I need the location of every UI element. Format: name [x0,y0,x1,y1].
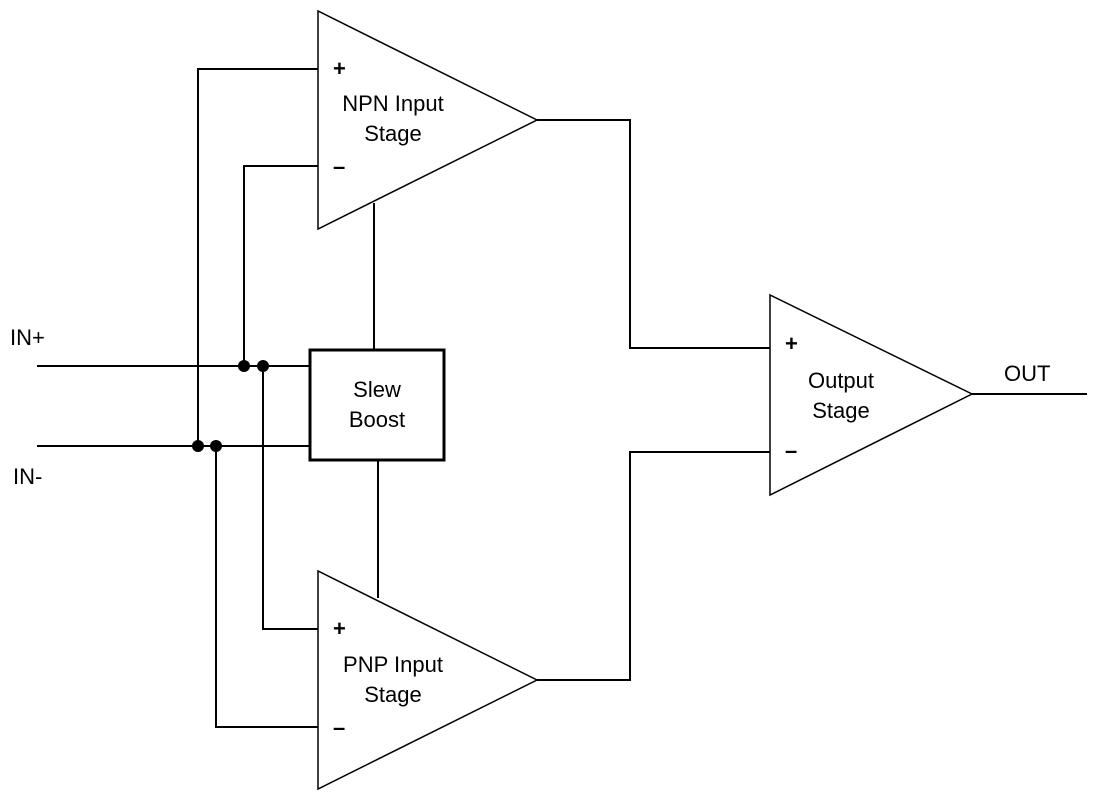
output-amplifier-triangle [769,293,974,497]
pnp-input-stage: + – PNP Input Stage [317,569,539,791]
output-minus-sign: – [785,438,797,463]
npn-label-line2: Stage [364,121,422,146]
pnp-minus-wire [215,446,318,728]
wires [37,68,1087,728]
slew-boost-line1: Slew [353,377,401,402]
pnp-label-line2: Stage [364,682,422,707]
npn-plus-sign: + [333,56,346,81]
output-label-line1: Output [808,368,874,393]
junction-dot [238,360,250,372]
output-stage: + – Output Stage [769,293,974,497]
npn-minus-sign: – [333,154,345,179]
junction-dot [210,440,222,452]
output-plus-sign: + [785,331,798,356]
in-plus-label: IN+ [10,325,45,350]
pnp-plus-wire [262,366,318,630]
out-label: OUT [1004,361,1050,386]
npn-label-line1: NPN Input [342,91,444,116]
junction-dot [257,360,269,372]
junction-dot [192,440,204,452]
npn-minus-wire [243,165,318,366]
pnp-to-output-wire [537,451,770,681]
pnp-label-line1: PNP Input [343,652,443,677]
pnp-minus-sign: – [333,715,345,740]
pnp-plus-sign: + [333,616,346,641]
pnp-amplifier-triangle [317,569,539,791]
junction-dots [192,360,269,452]
in-minus-label: IN- [13,464,42,489]
npn-amplifier-triangle [317,9,539,231]
slew-boost-block: Slew Boost [308,348,446,462]
slew-boost-line2: Boost [349,407,405,432]
slew-boost-box [308,348,446,462]
npn-input-stage: + – NPN Input Stage [317,9,539,231]
output-label-line2: Stage [812,398,870,423]
npn-plus-wire [197,68,318,446]
npn-to-output-wire [537,119,770,349]
